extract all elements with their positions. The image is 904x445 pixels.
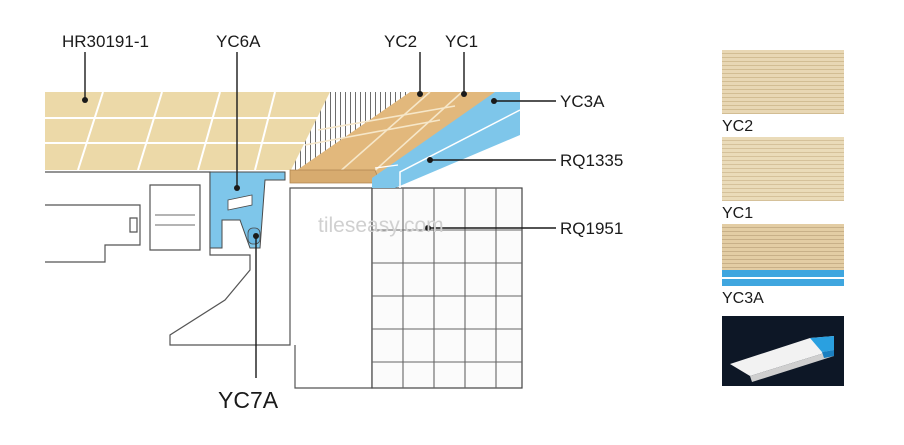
swatch-label-yc3a: YC3A [722, 290, 764, 307]
pool-wall-tiles [371, 187, 523, 389]
swatch-product-photo [722, 316, 844, 386]
swatch-label-yc1: YC1 [722, 205, 754, 222]
leader-lines [84, 52, 556, 378]
swatch-yc2 [722, 50, 844, 114]
concrete-structure [45, 171, 373, 389]
deck-tiles [45, 91, 330, 171]
label-yc3a: YC3A [560, 92, 605, 111]
watermark: tileseasy.com [318, 214, 444, 237]
label-yc1: YC1 [445, 32, 478, 51]
label-yc6a: YC6A [216, 32, 261, 51]
label-rq1951: RQ1951 [560, 219, 623, 238]
swatch-yc3a [722, 224, 844, 286]
label-yc2: YC2 [384, 32, 417, 51]
label-rq1335: RQ1335 [560, 151, 623, 170]
swatch-label-yc2: YC2 [722, 118, 754, 135]
leader-dots [82, 91, 497, 239]
edge-tiles-orange [289, 91, 495, 184]
label-hr30191: HR30191-1 [62, 32, 149, 51]
product-photo-illustration [730, 336, 834, 382]
label-yc7a: YC7A [218, 387, 279, 413]
swatch-yc1 [722, 137, 844, 201]
blue-edge [372, 92, 521, 188]
gutter-channel [209, 171, 286, 249]
